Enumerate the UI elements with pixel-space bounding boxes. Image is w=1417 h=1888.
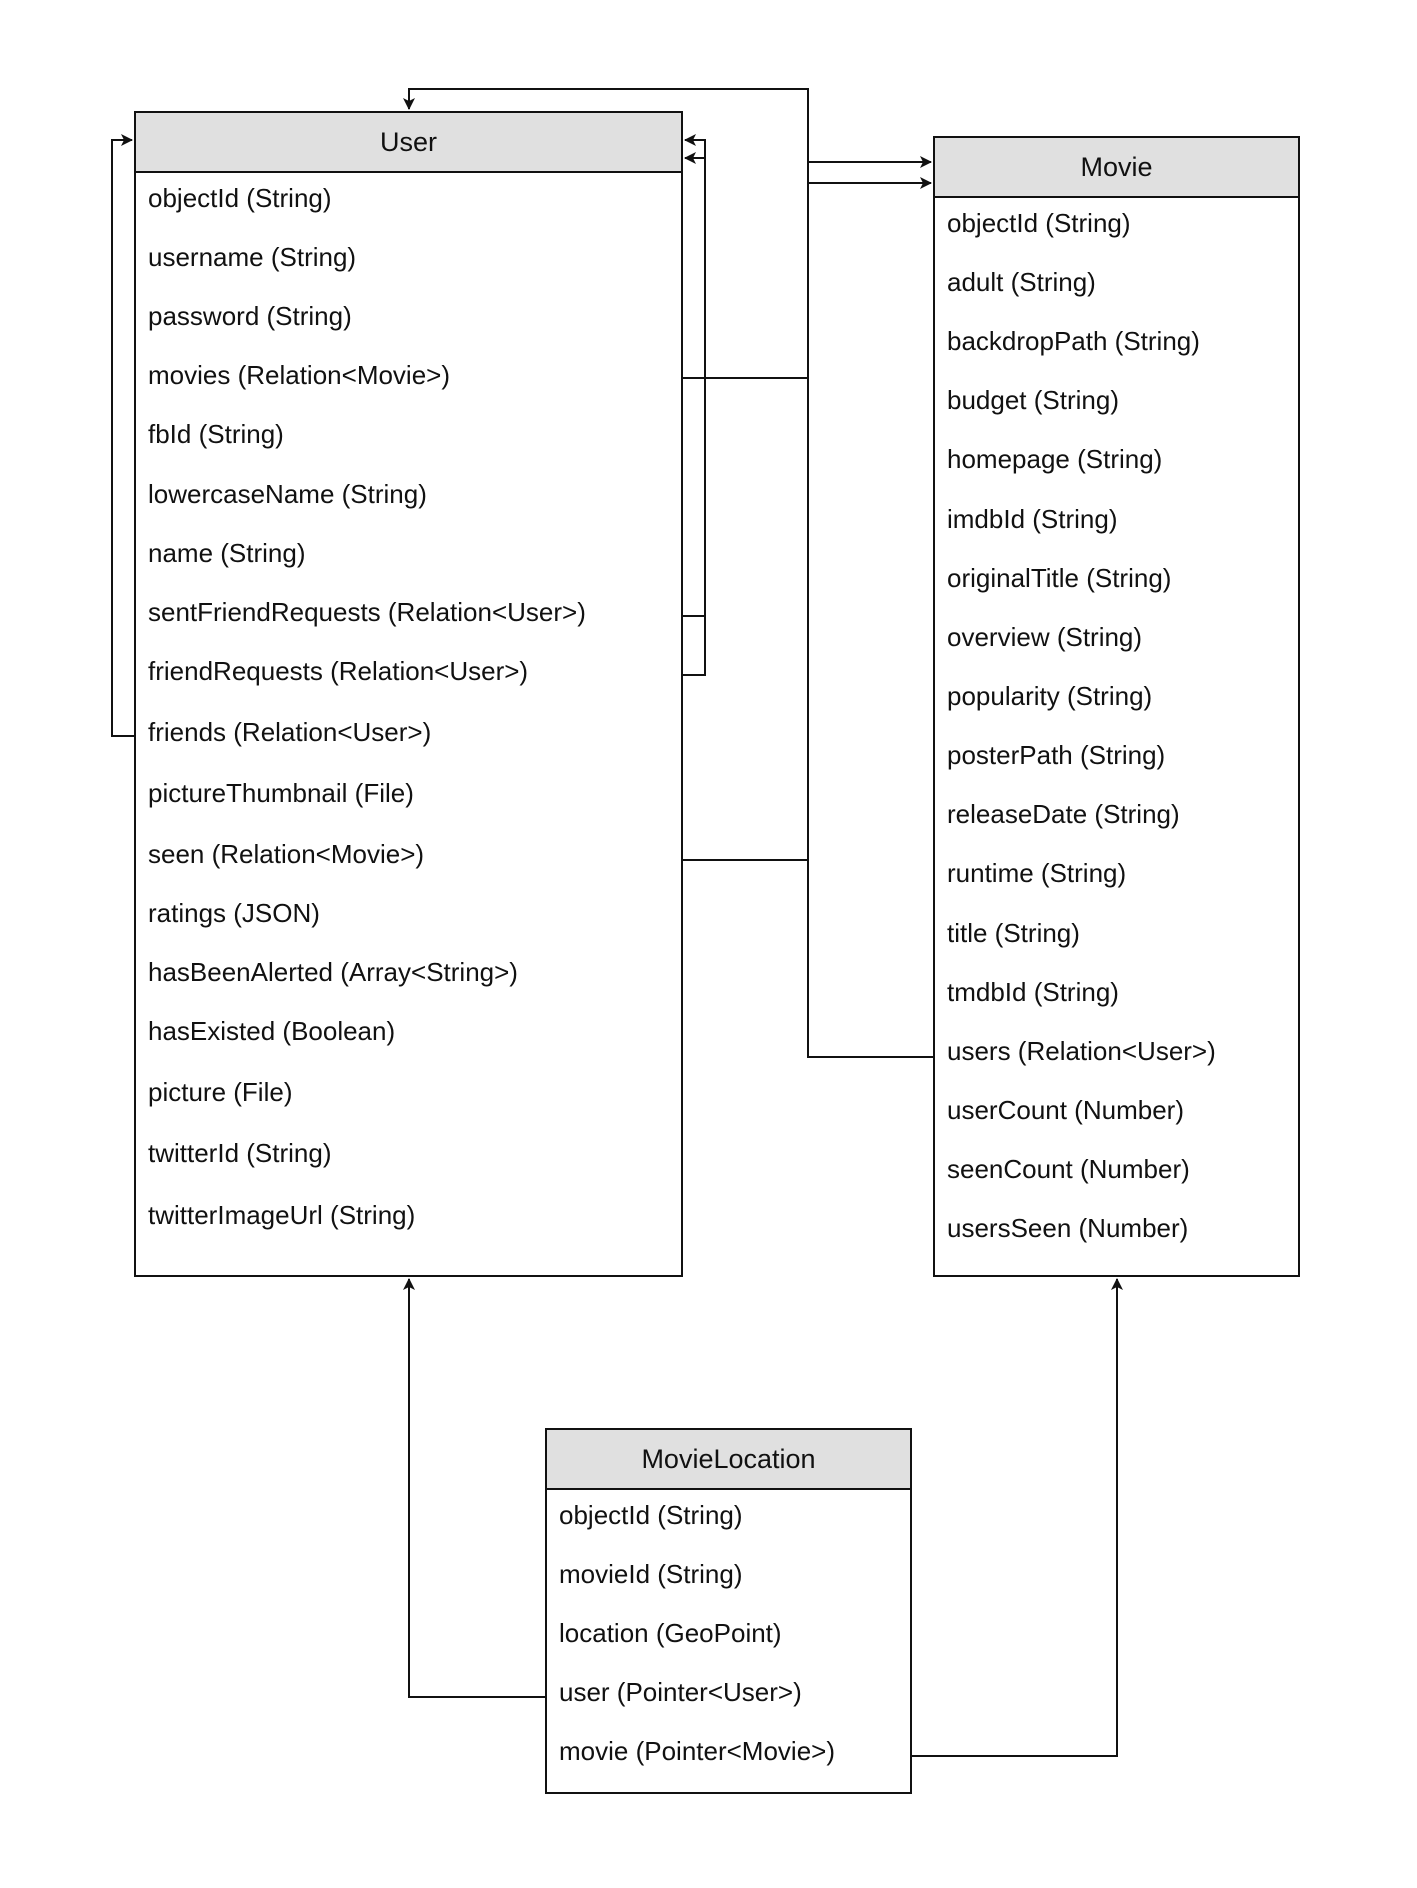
movielocation-field: location (GeoPoint) bbox=[559, 1618, 782, 1648]
user-field: friendRequests (Relation<User>) bbox=[148, 656, 529, 686]
movie-entity-title: Movie bbox=[935, 138, 1298, 198]
user-field: password (String) bbox=[148, 301, 352, 331]
movie-field: objectId (String) bbox=[947, 208, 1131, 238]
movie-field: imdbId (String) bbox=[947, 504, 1118, 534]
movielocation-entity-title: MovieLocation bbox=[547, 1430, 910, 1490]
user-field: picture (File) bbox=[148, 1077, 293, 1107]
user-field: name (String) bbox=[148, 538, 306, 568]
movie-field: overview (String) bbox=[947, 622, 1143, 652]
connector-pointer-user-to-user bbox=[403, 1278, 545, 1698]
user-field: hasBeenAlerted (Array<String>) bbox=[148, 957, 518, 987]
user-field: twitterImageUrl (String) bbox=[148, 1200, 416, 1230]
user-field: pictureThumbnail (File) bbox=[148, 778, 414, 808]
user-field: ratings (JSON) bbox=[148, 898, 320, 928]
movielocation-field: movie (Pointer<Movie>) bbox=[559, 1736, 835, 1766]
movie-field: userCount (Number) bbox=[947, 1095, 1184, 1125]
user-field: friends (Relation<User>) bbox=[148, 717, 432, 747]
connector-friends-to-user bbox=[111, 134, 134, 737]
movie-field: originalTitle (String) bbox=[947, 563, 1172, 593]
connector-friendrequests-to-user bbox=[683, 152, 706, 676]
user-field: twitterId (String) bbox=[148, 1138, 332, 1168]
movie-entity: Movie objectId (String) adult (String) b… bbox=[933, 136, 1300, 1277]
user-entity-title: User bbox=[136, 113, 681, 173]
user-field: hasExisted (Boolean) bbox=[148, 1016, 396, 1046]
connector-pointer-movie-to-movie bbox=[912, 1278, 1123, 1757]
movie-field: releaseDate (String) bbox=[947, 799, 1180, 829]
user-field: seen (Relation<Movie>) bbox=[148, 839, 425, 869]
movielocation-field: movieId (String) bbox=[559, 1559, 743, 1589]
movie-field: runtime (String) bbox=[947, 858, 1127, 888]
movie-field: homepage (String) bbox=[947, 444, 1163, 474]
user-field: objectId (String) bbox=[148, 183, 332, 213]
movie-field: popularity (String) bbox=[947, 681, 1153, 711]
movie-field: title (String) bbox=[947, 918, 1080, 948]
movie-field: users (Relation<User>) bbox=[947, 1036, 1216, 1066]
movielocation-field: user (Pointer<User>) bbox=[559, 1677, 802, 1707]
movie-field: seenCount (Number) bbox=[947, 1154, 1190, 1184]
user-field: username (String) bbox=[148, 242, 357, 272]
connector-users-to-user bbox=[403, 88, 933, 1058]
user-field: fbId (String) bbox=[148, 419, 284, 449]
user-field: lowercaseName (String) bbox=[148, 479, 427, 509]
movielocation-field: objectId (String) bbox=[559, 1500, 743, 1530]
movie-field: backdropPath (String) bbox=[947, 326, 1200, 356]
movielocation-entity: MovieLocation objectId (String) movieId … bbox=[545, 1428, 912, 1794]
movie-field: adult (String) bbox=[947, 267, 1096, 297]
movie-field: tmdbId (String) bbox=[947, 977, 1119, 1007]
movie-field: posterPath (String) bbox=[947, 740, 1166, 770]
movie-field: usersSeen (Number) bbox=[947, 1213, 1189, 1243]
movie-field: budget (String) bbox=[947, 385, 1119, 415]
user-field: sentFriendRequests (Relation<User>) bbox=[148, 597, 586, 627]
user-entity: User objectId (String) username (String)… bbox=[134, 111, 683, 1277]
user-field: movies (Relation<Movie>) bbox=[148, 360, 451, 390]
